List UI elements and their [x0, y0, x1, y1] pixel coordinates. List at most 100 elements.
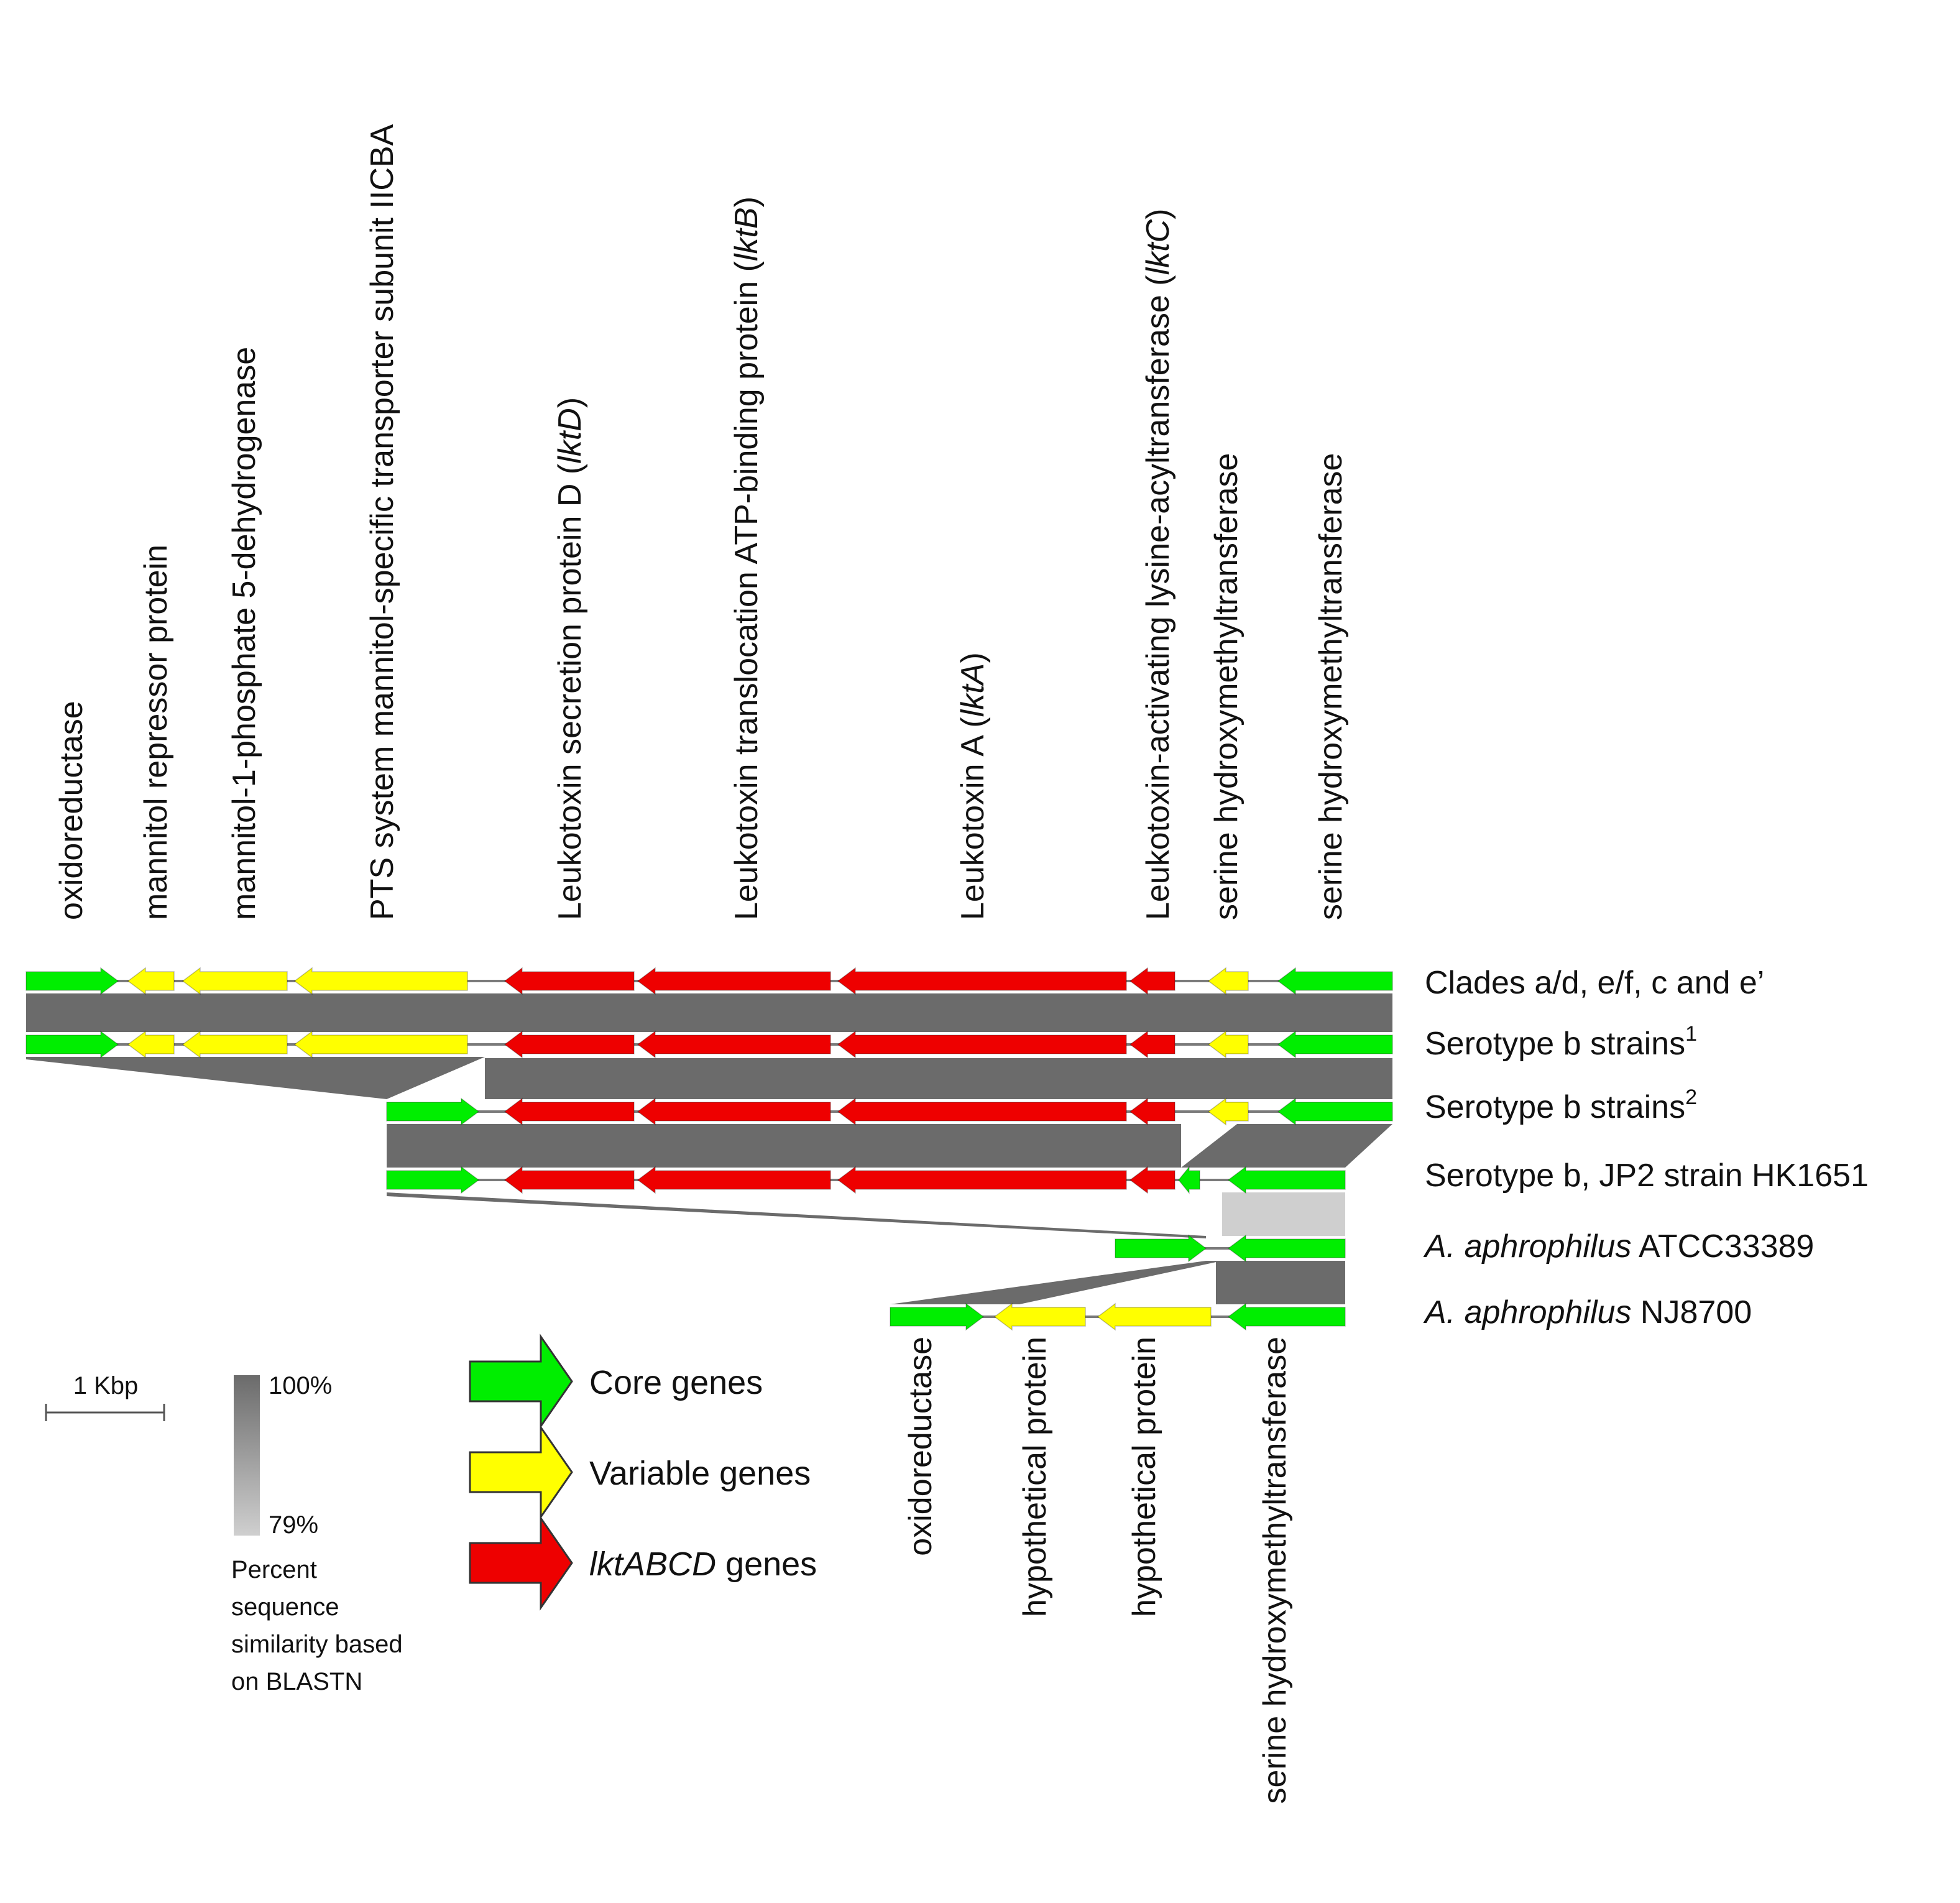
similarity-blocks — [26, 993, 1392, 1304]
gene-arrow-variable — [993, 1302, 1086, 1331]
gene-arrow-lkt — [1129, 1097, 1176, 1126]
gene-arrow-core — [1277, 967, 1393, 995]
gene-arrow-variable — [293, 1030, 468, 1059]
gene-arrow-variable — [1207, 1030, 1249, 1059]
legend-core-label: Core genes — [589, 1364, 763, 1401]
gene-arrow-lkt — [1129, 1030, 1176, 1059]
gradient-caption-line-3: similarity based — [231, 1631, 403, 1658]
gene-arrow-variable — [127, 1030, 175, 1059]
gene-arrow-lkt — [637, 1030, 831, 1059]
track-label-clades: Clades a/d, e/f, c and e’ — [1425, 965, 1764, 1001]
gradient-max-label: 100% — [269, 1372, 332, 1399]
gene-arrow-lkt — [1129, 1166, 1176, 1194]
gene-label-lktA-prefix: Leukotoxin A ( — [955, 717, 991, 920]
bottom-label-serine: serine hydroxymethyltransferase — [1257, 1337, 1293, 1804]
gene-arrow-variable — [1207, 1097, 1249, 1126]
top-gene-labels: oxidoreductase mannitol repressor protei… — [53, 124, 1349, 920]
gene-arrows — [25, 967, 1393, 1331]
legend-lkt-arrow-icon — [469, 1515, 573, 1611]
similarity-block — [26, 993, 1392, 1032]
track-label-nj8700-species: A. aphrophilus — [1423, 1294, 1631, 1330]
similarity-block — [26, 1057, 485, 1099]
similarity-block — [485, 1058, 1392, 1099]
gene-arrow-lkt — [837, 1097, 1127, 1126]
gene-label-lktA-italic: lktA — [955, 663, 991, 717]
gene-arrow-core — [25, 967, 119, 995]
legend-variable-label: Variable genes — [589, 1455, 811, 1492]
gene-arrow-variable — [182, 1030, 288, 1059]
similarity-block — [387, 1192, 1206, 1238]
gene-label-lktA-suffix: ) — [955, 652, 991, 663]
track-label-serotype-b-2-text: Serotype b strains — [1425, 1089, 1685, 1125]
gene-label-serine-1: serine hydroxymethyltransferase — [1208, 453, 1245, 920]
similarity-legend: 100% 79% Percent sequence similarity bas… — [231, 1372, 403, 1695]
legend-lkt-label: lktABCD genes — [589, 1546, 817, 1583]
gradient-caption-line-1: Percent — [231, 1556, 317, 1583]
gene-arrow-core — [890, 1302, 985, 1331]
track-label-atcc-species: A. aphrophilus — [1423, 1228, 1631, 1265]
bottom-label-hypothetical-1: hypothetical protein — [1017, 1337, 1053, 1617]
gene-arrow-lkt — [504, 1097, 635, 1126]
gene-label-lktD-italic: lktD — [552, 408, 588, 464]
gene-arrow-core — [1227, 1234, 1346, 1263]
similarity-block — [890, 1261, 1222, 1304]
legend-lkt-rest: genes — [716, 1546, 817, 1583]
track-label-nj8700-strain: NJ8700 — [1631, 1294, 1752, 1330]
bottom-label-hypothetical-2: hypothetical protein — [1126, 1337, 1162, 1617]
gene-arrow-core — [1227, 1302, 1346, 1331]
gene-arrow-lkt — [637, 1097, 831, 1126]
gene-arrow-variable — [293, 967, 468, 995]
gene-label-lktB-italic: lktB — [729, 207, 765, 261]
gene-label-lktC: Leukotoxin-activating lysine-acyltransfe… — [1140, 209, 1176, 920]
gene-arrow-lkt — [504, 1166, 635, 1194]
gene-label-lktD: Leukotoxin secretion protein D (lktD) — [552, 397, 588, 920]
track-label-atcc-strain: ATCC33389 — [1631, 1228, 1814, 1265]
similarity-block — [1216, 1261, 1345, 1304]
gene-arrow-lkt — [1129, 967, 1176, 995]
similarity-block — [1181, 1124, 1392, 1168]
gene-arrow-core — [386, 1097, 480, 1126]
gene-label-mannitol-dehydrogenase: mannitol-1-phosphate 5-dehydrogenase — [226, 347, 262, 920]
gene-label-lktD-suffix: ) — [552, 397, 588, 408]
gene-arrow-lkt — [504, 967, 635, 995]
gene-arrow-lkt — [637, 1166, 831, 1194]
gene-arrow-lkt — [837, 967, 1127, 995]
gene-arrow-lkt — [837, 1030, 1127, 1059]
gene-label-lktA: Leukotoxin A (lktA) — [955, 652, 991, 920]
gene-arrow-core — [25, 1030, 119, 1059]
similarity-block — [1222, 1192, 1345, 1236]
similarity-block — [387, 1124, 1181, 1168]
gene-arrow-core — [1277, 1030, 1393, 1059]
gradient-caption-line-2: sequence — [231, 1593, 339, 1621]
gene-arrow-variable — [1207, 967, 1249, 995]
gene-arrow-core — [1227, 1166, 1346, 1194]
track-label-serotype-b-2: Serotype b strains2 — [1425, 1085, 1697, 1125]
gene-label-lktD-prefix: Leukotoxin secretion protein D ( — [552, 463, 588, 920]
gene-label-oxidoreductase: oxidoreductase — [53, 701, 90, 920]
gene-label-lktB: Leukotoxin translocation ATP-binding pro… — [729, 196, 765, 920]
track-label-atcc: A. aphrophilus ATCC33389 — [1423, 1228, 1814, 1265]
bottom-label-oxidoreductase: oxidoreductase — [903, 1337, 939, 1556]
gene-arrow-core — [1115, 1234, 1207, 1263]
gene-label-lktB-suffix: ) — [729, 196, 765, 207]
bottom-gene-labels: oxidoreductase hypothetical protein hypo… — [903, 1337, 1293, 1804]
gene-arrow-variable — [1097, 1302, 1212, 1331]
gradient-min-label: 79% — [269, 1511, 318, 1539]
gene-arrow-lkt — [837, 1166, 1127, 1194]
gene-label-lktC-italic: lktC — [1140, 219, 1176, 275]
gene-arrow-variable — [182, 967, 288, 995]
scale-bar-label: 1 Kbp — [73, 1372, 139, 1399]
gene-label-serine-2: serine hydroxymethyltransferase — [1313, 453, 1349, 920]
similarity-gradient-bar — [234, 1375, 260, 1536]
track-label-serotype-b-1-sup: 1 — [1685, 1022, 1697, 1046]
gene-label-lktB-prefix: Leukotoxin translocation ATP-binding pro… — [729, 260, 765, 920]
gene-category-legend: Core genes Variable genes lktABCD genes — [469, 1334, 817, 1611]
legend-core-arrow-icon — [469, 1334, 573, 1429]
track-label-serotype-b-1: Serotype b strains1 — [1425, 1022, 1697, 1062]
track-label-jp2: Serotype b, JP2 strain HK1651 — [1425, 1158, 1869, 1194]
gene-arrow-lkt — [504, 1030, 635, 1059]
gene-label-mannitol-repressor: mannitol repressor protein — [138, 545, 174, 920]
gene-label-lktC-suffix: ) — [1140, 209, 1176, 219]
legend-lkt-italic: lktABCD — [589, 1546, 716, 1583]
